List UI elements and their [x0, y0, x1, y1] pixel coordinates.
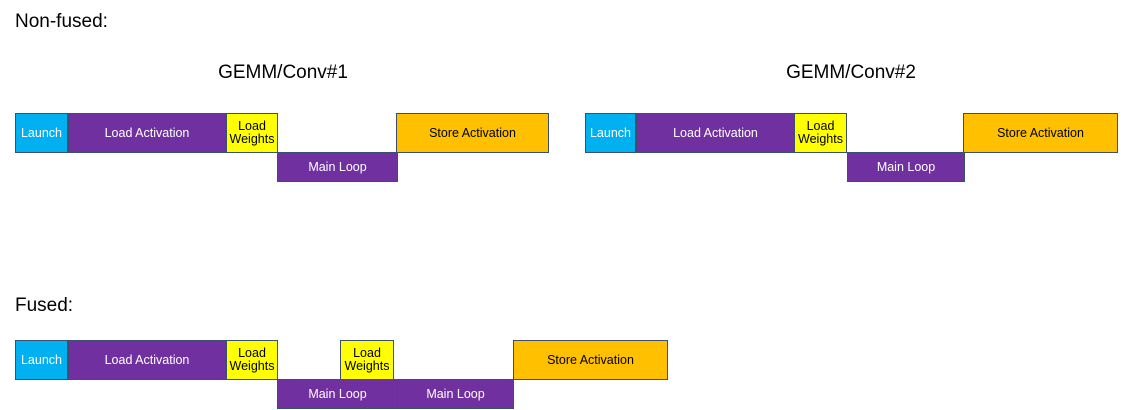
timeline-bar-main: Main Loop: [277, 152, 398, 182]
timeline-bar-launch: Launch: [585, 113, 636, 153]
timeline-bar-load-w: Load Weights: [340, 340, 394, 380]
group-title: GEMM/Conv#1: [218, 62, 348, 83]
timeline-bar-load-act: Load Activation: [636, 113, 795, 153]
timeline-bar-store: Store Activation: [513, 340, 668, 380]
timeline-bar-main: Main Loop: [847, 152, 965, 182]
timeline-bar-main: Main Loop: [397, 379, 514, 409]
section-label: Non-fused:: [15, 11, 108, 32]
timeline-bar-load-w: Load Weights: [794, 113, 847, 153]
timeline-bar-launch: Launch: [15, 113, 68, 153]
timeline-bar-load-act: Load Activation: [68, 340, 226, 380]
timeline-bar-load-act: Load Activation: [68, 113, 226, 153]
timeline-bar-launch: Launch: [15, 340, 68, 380]
timeline-bar-store: Store Activation: [396, 113, 549, 153]
timeline-bar-store: Store Activation: [963, 113, 1118, 153]
timeline-bar-main: Main Loop: [277, 379, 398, 409]
timeline-bar-load-w: Load Weights: [226, 113, 278, 153]
timeline-bar-load-w: Load Weights: [226, 340, 278, 380]
group-title: GEMM/Conv#2: [786, 62, 916, 83]
section-label: Fused:: [15, 295, 74, 316]
